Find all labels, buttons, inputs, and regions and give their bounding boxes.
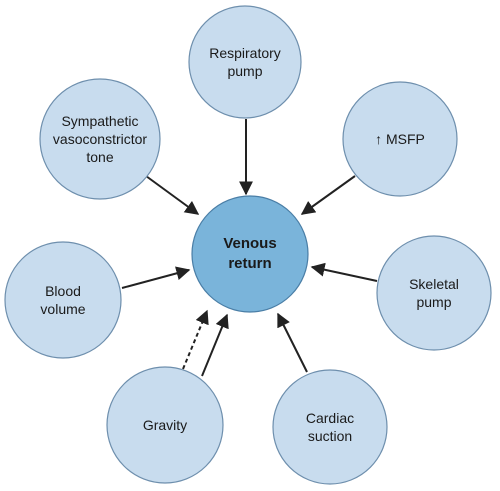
- factor-label-skeletal-pump: Skeletal pump: [409, 276, 459, 310]
- arrow-skeletal-pump: [310, 262, 378, 282]
- arrow-sympathetic-tone: [145, 175, 200, 215]
- factor-circle-blood-volume: [4, 241, 122, 359]
- arrow-blood-volume: [121, 266, 191, 289]
- factor-circle-respiratory-pump: [188, 5, 302, 119]
- factor-label-blood-volume: Blood volume: [40, 283, 86, 317]
- factor-circle-sympathetic-tone: [39, 78, 161, 200]
- center-label-venous-return: Venous return: [223, 235, 277, 272]
- factor-label-gravity: Gravity: [142, 417, 188, 433]
- factor-circle-msfp: [342, 81, 458, 197]
- arrow-gravity-dashed: [182, 309, 209, 370]
- factor-circle-skeletal-pump: [376, 235, 492, 351]
- factor-circle-gravity: [106, 366, 224, 484]
- arrow-gravity-solid: [201, 313, 229, 377]
- arrow-msfp: [300, 175, 356, 215]
- factor-circle-cardiac-suction: [272, 369, 388, 485]
- factor-label-sympathetic-tone: Sympathetic vasoconstrictor tone: [52, 113, 148, 165]
- factor-label-msfp: ↑ MSFP: [375, 131, 425, 147]
- arrow-cardiac-suction: [277, 312, 308, 373]
- factor-label-respiratory-pump: Respiratory pump: [209, 45, 281, 79]
- center-circle-venous-return: [191, 195, 309, 313]
- factor-label-cardiac-suction: Cardiac suction: [305, 410, 355, 444]
